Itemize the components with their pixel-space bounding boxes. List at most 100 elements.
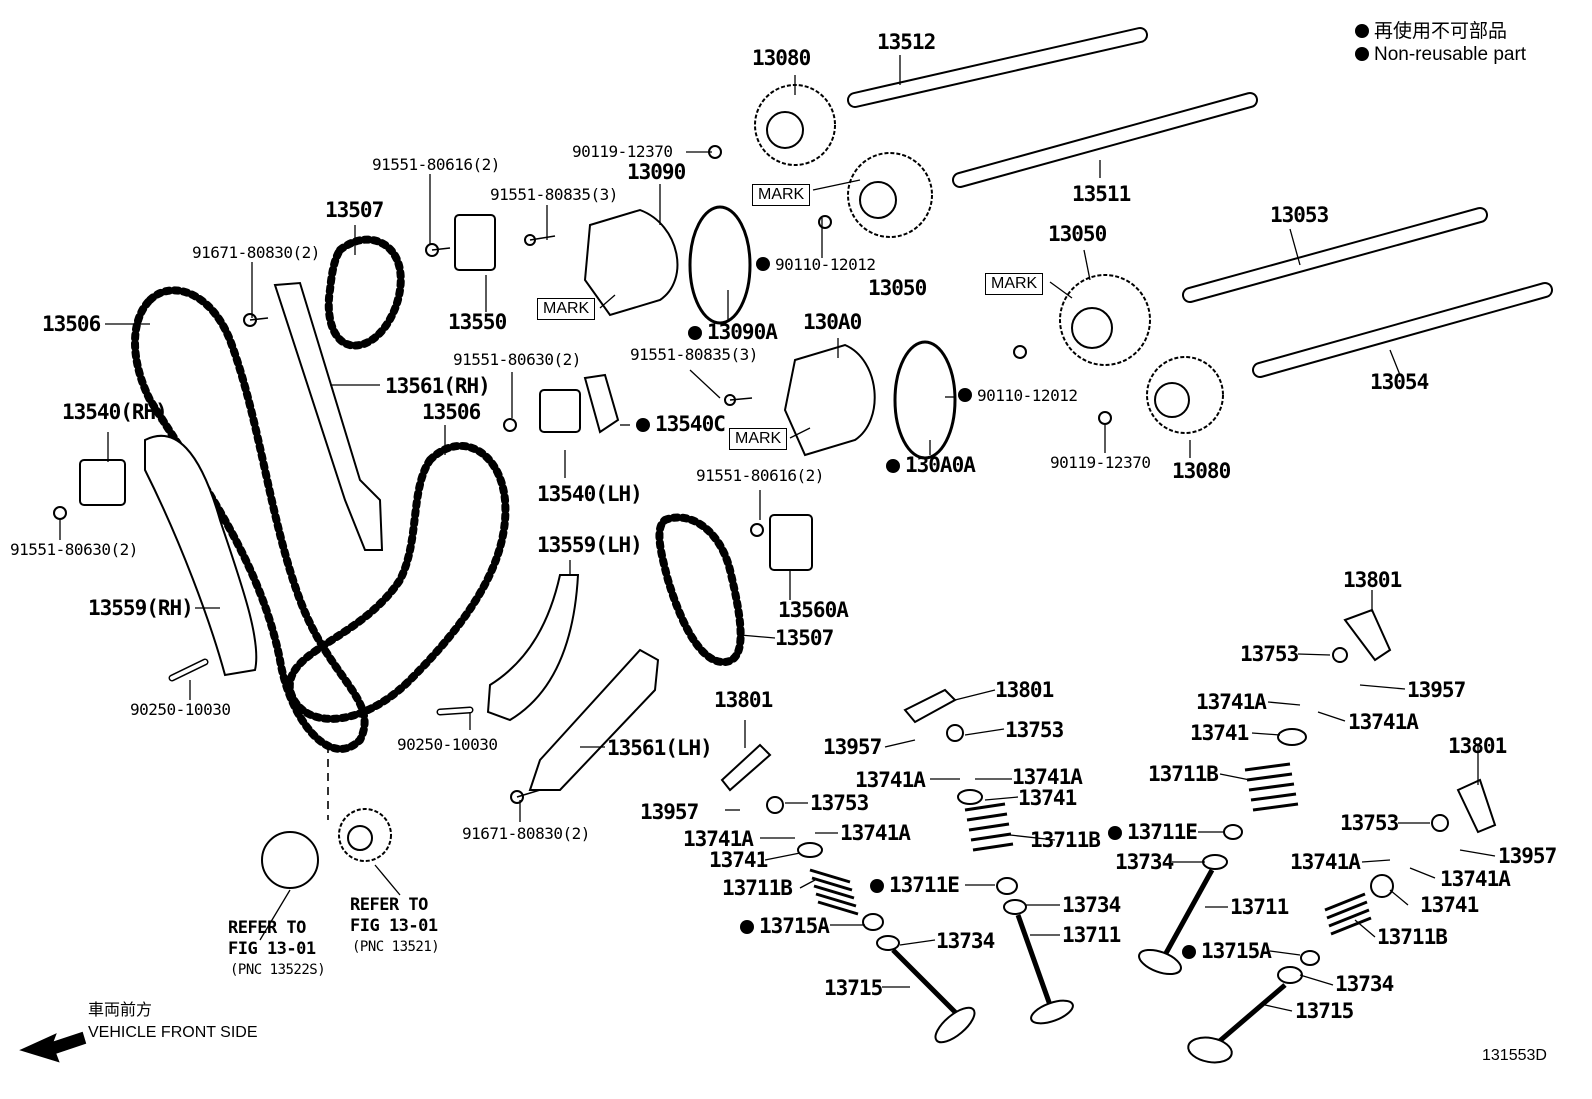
part-label[interactable]: 13506 xyxy=(42,312,101,336)
part-label[interactable]: 13741A xyxy=(1196,690,1267,714)
part-label[interactable]: 13801 xyxy=(1343,568,1402,592)
non-reusable-dot-icon xyxy=(958,388,972,402)
refer-a-line3: (PNC 13522S) xyxy=(230,962,326,978)
mark-box-gear-13050: MARK xyxy=(752,184,811,206)
part-label[interactable]: 13540C xyxy=(636,414,726,435)
part-label[interactable]: 90119-12370 xyxy=(1050,453,1151,472)
part-label[interactable]: 91671-80830(2) xyxy=(192,243,320,262)
part-label[interactable]: 13741A xyxy=(1012,765,1083,789)
part-label[interactable]: 13957 xyxy=(1407,678,1466,702)
part-label[interactable]: 91671-80830(2) xyxy=(462,824,590,843)
part-label[interactable]: 13711E xyxy=(1108,822,1198,843)
part-label[interactable]: 13741A xyxy=(840,821,911,845)
part-label[interactable]: 91551-80616(2) xyxy=(372,155,500,174)
part-label[interactable]: 13741 xyxy=(1018,786,1077,810)
part-label[interactable]: 13711B xyxy=(1148,762,1219,786)
non-reusable-dot-icon xyxy=(636,418,650,432)
part-label[interactable]: 90119-12370 xyxy=(572,142,673,161)
part-label[interactable]: 13741A xyxy=(1440,867,1511,891)
mark-leaders xyxy=(599,179,1073,439)
mark-box-13090: MARK xyxy=(537,298,596,320)
part-label[interactable]: 13753 xyxy=(1240,642,1299,666)
refer-b-line2[interactable]: FIG 13-01 xyxy=(350,916,438,936)
part-label[interactable]: 91551-80616(2) xyxy=(696,466,824,485)
part-label[interactable]: 13561(RH) xyxy=(385,374,491,398)
part-label[interactable]: 13801 xyxy=(1448,734,1507,758)
part-label[interactable]: 13090A xyxy=(688,322,778,343)
refer-b-line1[interactable]: REFER TO xyxy=(350,895,428,915)
part-label[interactable]: 91551-80630(2) xyxy=(453,350,581,369)
part-label[interactable]: 13090 xyxy=(627,160,686,184)
rocker-arm-13801-d xyxy=(1456,778,1497,834)
part-label[interactable]: 90250-10030 xyxy=(397,735,498,754)
part-label[interactable]: 13741A xyxy=(1348,710,1419,734)
non-reusable-dot-icon xyxy=(870,879,884,893)
part-label[interactable]: 13711B xyxy=(1030,828,1101,852)
part-label[interactable]: 13715A xyxy=(1182,941,1272,962)
part-label[interactable]: 13512 xyxy=(877,30,936,54)
part-label[interactable]: 13741 xyxy=(1420,893,1479,917)
part-label[interactable]: 13734 xyxy=(1335,972,1394,996)
part-label[interactable]: 13715 xyxy=(824,976,883,1000)
part-label[interactable]: 13507 xyxy=(325,198,384,222)
part-label[interactable]: 13734 xyxy=(936,929,995,953)
camshaft-timing-gear-13080-mid xyxy=(1146,356,1224,434)
part-label[interactable]: 13957 xyxy=(823,735,882,759)
part-label[interactable]: 130A0A xyxy=(886,455,976,476)
part-label[interactable]: 130A0 xyxy=(803,310,862,334)
part-label[interactable]: 13957 xyxy=(1498,844,1557,868)
part-label[interactable]: 13711 xyxy=(1230,895,1289,919)
part-label[interactable]: 13715 xyxy=(1295,999,1354,1023)
part-label[interactable]: 13561(LH) xyxy=(607,736,713,760)
part-label[interactable]: 13741A xyxy=(1290,850,1361,874)
part-label[interactable]: 13734 xyxy=(1115,850,1174,874)
part-label[interactable]: 90250-10030 xyxy=(130,700,231,719)
part-label[interactable]: 13080 xyxy=(1172,459,1231,483)
camshaft-timing-gear-13050-top xyxy=(847,152,933,238)
part-label[interactable]: 13715A xyxy=(740,916,830,937)
part-label[interactable]: 13741 xyxy=(709,848,768,872)
refer-a-line1[interactable]: REFER TO xyxy=(228,918,306,938)
part-label[interactable]: 13711B xyxy=(722,876,793,900)
part-label[interactable]: 13540(LH) xyxy=(537,482,643,506)
part-label[interactable]: 13080 xyxy=(752,46,811,70)
part-label[interactable]: 13050 xyxy=(868,276,927,300)
chain-guide-13561-lh xyxy=(528,648,660,791)
part-label[interactable]: 13711B xyxy=(1377,925,1448,949)
refer-a-line2[interactable]: FIG 13-01 xyxy=(228,939,316,959)
part-label[interactable]: 13550 xyxy=(448,310,507,334)
part-label[interactable]: 13801 xyxy=(995,678,1054,702)
camshaft-13512 xyxy=(847,27,1148,108)
part-label[interactable]: 91551-80835(3) xyxy=(490,185,618,204)
part-label[interactable]: 13753 xyxy=(1005,718,1064,742)
gasket-13540c xyxy=(583,373,620,434)
part-label[interactable]: 13741 xyxy=(1190,721,1249,745)
part-label[interactable]: 13559(LH) xyxy=(537,533,643,557)
part-label[interactable]: 90110-12012 xyxy=(958,388,1078,404)
part-label[interactable]: 13054 xyxy=(1370,370,1429,394)
part-label[interactable]: 13711 xyxy=(1062,923,1121,947)
part-label[interactable]: 13741A xyxy=(683,827,754,851)
part-label[interactable]: 13511 xyxy=(1072,182,1131,206)
valve-13715-d xyxy=(1187,983,1287,1064)
part-label[interactable]: 13506 xyxy=(422,400,481,424)
part-label[interactable]: 13050 xyxy=(1048,222,1107,246)
part-label[interactable]: 13507 xyxy=(775,626,834,650)
part-label[interactable]: 13540(RH) xyxy=(62,400,168,424)
part-label[interactable]: 13734 xyxy=(1062,893,1121,917)
part-label[interactable]: 90110-12012 xyxy=(756,257,876,273)
part-label[interactable]: 13801 xyxy=(714,688,773,712)
part-label[interactable]: 13053 xyxy=(1270,203,1329,227)
part-label[interactable]: 13711E xyxy=(870,875,960,896)
part-label[interactable]: 13560A xyxy=(778,598,849,622)
part-label[interactable]: 13753 xyxy=(810,791,869,815)
part-label[interactable]: 13559(RH) xyxy=(88,596,194,620)
timing-chain-13507-lower xyxy=(655,513,745,666)
part-label[interactable]: 91551-80835(3) xyxy=(630,345,758,364)
figure-id: 131553D xyxy=(1482,1047,1547,1064)
valve-spring-13711b-c xyxy=(1244,762,1299,812)
part-label[interactable]: 13753 xyxy=(1340,811,1399,835)
part-label[interactable]: 13741A xyxy=(855,768,926,792)
part-label[interactable]: 91551-80630(2) xyxy=(10,540,138,559)
part-label[interactable]: 13957 xyxy=(640,800,699,824)
